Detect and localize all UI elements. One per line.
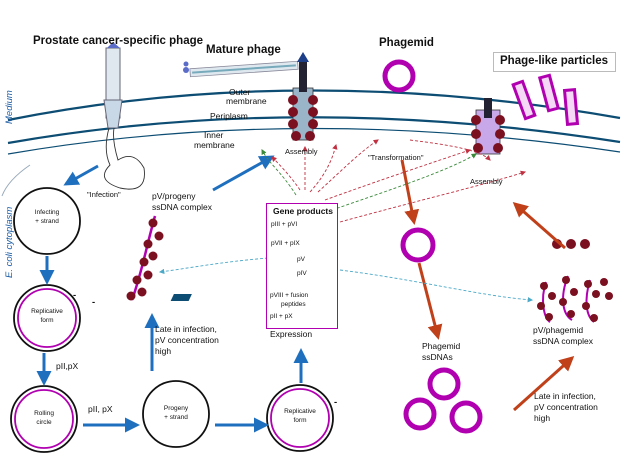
prostate-phage-pore (103, 42, 145, 190)
label-cytoplasm: E. coli cytoplasm (4, 206, 15, 278)
phagemid-ring-low3 (449, 400, 483, 434)
title-prostate-phage: Prostate cancer-specific phage (33, 35, 204, 47)
label-expression: Expression (270, 329, 313, 339)
circle-replicative-b-text-2: form (293, 417, 307, 424)
gene-product-7: pII + pX (270, 313, 293, 320)
gene-product-2: pVII + pIX (271, 240, 300, 247)
label-periplasm: Periplasm (210, 111, 248, 121)
phage-like-particles (511, 73, 580, 126)
label-assembly-right: Assembly (470, 177, 503, 186)
circle-rolling-text-1: Rolling (34, 410, 54, 417)
label-late-right-2: pV concentration (534, 402, 598, 412)
pv-progeny-complex (126, 215, 164, 301)
circle-replicative-b-text-1: Replicative (284, 408, 316, 415)
phagemid-ring-mid (400, 227, 436, 263)
label-pv-phagemid-2: ssDNA complex (533, 336, 593, 346)
label-pv-progeny-1: pV/progeny (152, 191, 196, 201)
label-late-right-1: Late in infection, (534, 391, 596, 401)
gene-product-6: peptides (281, 301, 306, 308)
assembly-pore-right (471, 98, 505, 155)
minus-sign-2: - (92, 297, 96, 308)
phage-like-particles-title-box (493, 52, 616, 72)
free-pv-dots (552, 239, 590, 249)
label-pii-px-down: pII,pX (56, 361, 79, 371)
gene-products-title: Gene products (273, 206, 333, 216)
label-late-left-3: high (155, 346, 172, 356)
orange-arrows (400, 159, 575, 412)
circle-infecting (13, 187, 81, 255)
label-pv-progeny-2: ssDNA complex (152, 202, 212, 212)
phagemid-ring-top (382, 59, 416, 93)
pv-phagemid-complex (537, 275, 613, 323)
gene-products-box (266, 203, 338, 329)
label-late-left-1: Late in infection, (155, 324, 217, 334)
circle-rolling (10, 385, 78, 453)
title-phage-like-particles: Phage-like particles (500, 55, 609, 67)
circle-replicative-text-1: Replicative (31, 308, 63, 315)
title-phagemid: Phagemid (379, 37, 434, 49)
circle-replicative-b (266, 384, 334, 452)
blue-arrows (36, 155, 309, 433)
circle-replicative-text-2: form (40, 317, 54, 324)
label-late-left-2: pV concentration (155, 335, 219, 345)
minus-sign-1: - (73, 290, 77, 301)
label-late-right-3: high (534, 413, 551, 423)
phagemid-ring-low1 (427, 367, 461, 401)
label-outer-membrane-1: Outer (229, 87, 251, 97)
mature-phage-particle (183, 60, 299, 78)
label-pii-px-right: pII, pX (88, 404, 113, 414)
circle-rolling-text-2: circle (36, 419, 52, 426)
label-medium: Medium (4, 90, 15, 124)
label-assembly-left: Assembly (285, 147, 318, 156)
circle-infecting-text-2: + strand (35, 218, 59, 225)
label-pv-phagemid-1: pV/phagemid (533, 325, 584, 335)
label-inner-membrane-1: Inner (204, 130, 224, 140)
title-mature-phage: Mature phage (206, 44, 281, 56)
gene-product-4: pIV (297, 270, 307, 277)
label-phagemid-ssdna-2: ssDNAs (422, 352, 453, 362)
phagemid-ring-low2 (403, 397, 437, 431)
assembly-pore-center (288, 52, 318, 141)
circle-progeny (142, 380, 210, 448)
circle-infecting-text-1: Infecting (34, 209, 60, 216)
gene-product-3: pV (297, 256, 305, 263)
gene-product-5: pVIII + fusion (270, 292, 309, 299)
label-phagemid-ssdna-1: Phagemid (422, 341, 461, 351)
minus-sign-3: - (334, 397, 338, 408)
circle-replicative (13, 284, 81, 352)
dashed-connectors (158, 139, 534, 303)
label-transformation: "Transformation" (368, 153, 424, 162)
label-inner-membrane-2: membrane (194, 140, 235, 150)
circle-progeny-text-2: + strand (164, 414, 188, 421)
label-infection: "Infection" (87, 190, 121, 199)
label-outer-membrane-2: membrane (226, 96, 267, 106)
cytoplasm-divider (1, 164, 31, 197)
gene-product-1: pIII + pVI (271, 221, 298, 228)
circle-progeny-text-1: Progeny (163, 405, 189, 412)
